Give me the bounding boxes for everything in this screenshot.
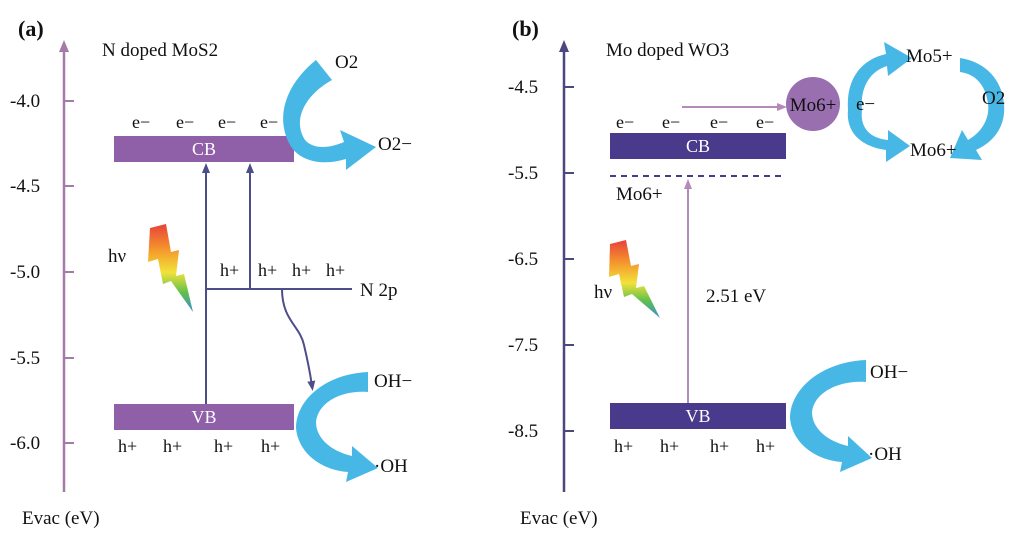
- hole: h+: [118, 436, 137, 456]
- electron: e−: [260, 112, 278, 132]
- electron: e−: [616, 112, 634, 132]
- cycle-o2-label: O2: [982, 88, 1005, 109]
- holes-vb: h+ h+ h+ h+: [614, 436, 775, 456]
- cycle-arrow-right: [950, 58, 1005, 160]
- light-bolt-icon: [148, 224, 193, 312]
- hole: h+: [258, 260, 277, 280]
- panel-a-title: N doped MoS2: [102, 40, 218, 61]
- hole: h+: [326, 260, 345, 280]
- hole: h+: [163, 436, 182, 456]
- cycle-arrow-top: [847, 42, 912, 110]
- tick-label: -4.0: [10, 91, 40, 112]
- tick-label: -7.5: [508, 335, 538, 356]
- conduction-band: [114, 136, 294, 162]
- oh-radical-label: ·OH: [374, 456, 408, 477]
- panel-b-ticks: -4.5 -5.5 -6.5 -7.5 -8.5: [508, 77, 574, 442]
- hole: h+: [756, 436, 775, 456]
- electron: e−: [756, 112, 774, 132]
- panel-a-ticks: -4.0 -4.5 -5.0 -5.5 -6.0: [10, 91, 74, 454]
- oh-minus-label: OH−: [870, 362, 908, 383]
- hole: h+: [292, 260, 311, 280]
- tick-label: -4.5: [508, 77, 538, 98]
- cycle-mo5-label: Mo5+: [906, 46, 953, 67]
- cb-label: CB: [686, 136, 710, 156]
- oh-minus-label: OH−: [374, 371, 412, 392]
- n2p-label: N 2p: [360, 280, 397, 301]
- panel-a: (a) N doped MoS2 -4.0 -4.5 -5.0 -5.5 -6.…: [10, 16, 412, 529]
- conduction-band: [610, 133, 786, 159]
- tick-label: -8.5: [508, 421, 538, 442]
- o2-reduction-arrow: [283, 60, 376, 170]
- electron: e−: [662, 112, 680, 132]
- tick-label: -6.5: [508, 249, 538, 270]
- hv-label: hν: [594, 282, 613, 303]
- electrons: e− e− e− e−: [616, 112, 774, 132]
- electron: e−: [132, 112, 150, 132]
- tick-label: -5.5: [508, 163, 538, 184]
- panel-b-title: Mo doped WO3: [606, 40, 729, 61]
- valence-band: [610, 403, 786, 429]
- band-gap-label: 2.51 eV: [706, 286, 766, 307]
- vb-label: VB: [191, 407, 216, 427]
- cycle-arrow-left: [847, 110, 910, 162]
- valence-band: [114, 404, 294, 430]
- electron: e−: [218, 112, 236, 132]
- cycle-mo6-label: Mo6+: [910, 140, 957, 161]
- tick-label: -5.5: [10, 348, 40, 369]
- electron: e−: [710, 112, 728, 132]
- hv-label: hν: [108, 246, 127, 267]
- electron: e−: [176, 112, 194, 132]
- oh-radical-label: ·OH: [868, 444, 902, 465]
- o2-label: O2: [335, 52, 358, 73]
- cb-label: CB: [192, 139, 216, 159]
- panel-b: (b) Mo doped WO3 -4.5 -5.5 -6.5 -7.5 -8.…: [508, 16, 1005, 529]
- panel-a-axis-label: Evac (eV): [22, 508, 100, 529]
- panel-b-label: (b): [512, 16, 539, 41]
- hole: h+: [710, 436, 729, 456]
- tick-label: -4.5: [10, 176, 40, 197]
- tick-label: -5.0: [10, 262, 40, 283]
- o2-minus-label: O2−: [378, 134, 412, 155]
- mo6-level-label: Mo6+: [616, 184, 663, 205]
- tick-label: -6.0: [10, 433, 40, 454]
- mo6-site: [786, 77, 840, 131]
- vb-label: VB: [685, 406, 710, 426]
- cycle-e-label: e−: [856, 94, 875, 115]
- hole: h+: [614, 436, 633, 456]
- panel-a-label: (a): [18, 16, 44, 41]
- hole: h+: [660, 436, 679, 456]
- mo6-circle-label: Mo6+: [790, 95, 837, 116]
- light-bolt-icon: [609, 240, 660, 318]
- holes-vb: h+ h+ h+ h+: [118, 436, 280, 456]
- hole: h+: [261, 436, 280, 456]
- oh-oxidation-arrow: [296, 372, 378, 482]
- hole: h+: [214, 436, 233, 456]
- holes-n2p: h+ h+ h+ h+: [220, 260, 345, 280]
- electrons: e− e− e− e−: [132, 112, 278, 132]
- panel-b-axis-label: Evac (eV): [520, 508, 598, 529]
- hole: h+: [220, 260, 239, 280]
- hole-transfer-arrow: [281, 288, 316, 391]
- oh-oxidation-arrow: [790, 360, 872, 472]
